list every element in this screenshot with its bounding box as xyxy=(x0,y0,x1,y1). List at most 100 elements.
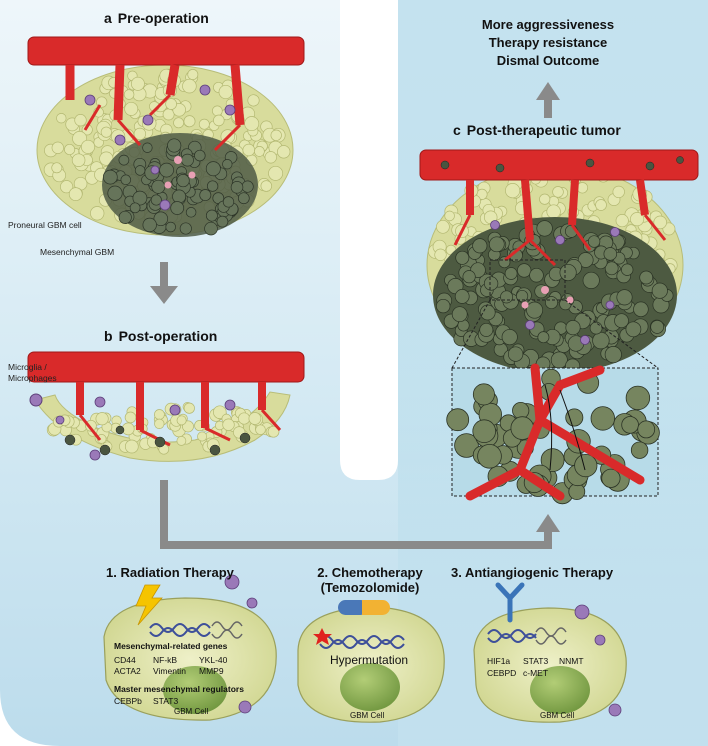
mesenchymal-cell xyxy=(159,162,174,178)
proneural-cell xyxy=(68,187,83,201)
gene-item: ACTA2 xyxy=(114,666,141,676)
panel-c-tumor xyxy=(419,149,699,374)
mesenchymal-cell xyxy=(451,306,468,323)
radiation-title: 1. Radiation Therapy xyxy=(106,565,234,580)
mesenchymal-cell xyxy=(172,189,187,204)
mesenchymal-cell xyxy=(550,351,568,369)
mesenchymal-cell xyxy=(134,165,146,176)
proneural-cell xyxy=(595,199,607,211)
mesenchymal-cell xyxy=(565,320,581,336)
proneural-cell xyxy=(505,183,521,199)
radiation-cell xyxy=(103,574,277,721)
mesenchymal-cell xyxy=(483,276,499,291)
panel-a-tumor xyxy=(27,36,305,237)
mesenchymal-cell xyxy=(537,331,550,344)
proneural-cell xyxy=(238,412,251,425)
proneural-cell xyxy=(124,101,139,116)
chemo-title-line2: (Temozolomide) xyxy=(320,580,420,595)
mesenchymal-cell xyxy=(639,270,654,285)
mesenchymal-cell xyxy=(446,408,470,432)
chemo-cell xyxy=(297,600,445,723)
microglia-label-line1: Microglia / xyxy=(8,362,47,372)
proneural-cell xyxy=(56,113,67,124)
mesenchymal-cell xyxy=(120,174,132,186)
mesenchymal-cell xyxy=(454,433,479,458)
proneural-cell xyxy=(130,76,145,91)
panel-b-index: b xyxy=(104,328,113,344)
proneural-cell xyxy=(653,215,667,230)
regulator-item: STAT3 xyxy=(153,696,179,706)
proneural-cell xyxy=(187,69,199,80)
mesenchymal-cell xyxy=(601,468,621,488)
panel-c-title-text: Post-therapeutic tumor xyxy=(466,122,621,138)
antiangio-cell xyxy=(473,582,627,723)
outcome-line1: More aggressiveness xyxy=(481,17,615,32)
chemo-cell-label: GBM Cell xyxy=(350,711,385,720)
gene-item: HIF1a xyxy=(487,656,511,666)
proneural-cell xyxy=(198,118,210,130)
proneural-cell xyxy=(90,206,105,221)
mesenchymal-cell xyxy=(516,289,529,303)
mesenchymal-cell xyxy=(574,453,598,478)
proneural-cell xyxy=(260,180,273,192)
proneural-cell xyxy=(277,145,291,159)
mesenchymal-cell xyxy=(237,192,250,205)
mesenchymal-cell xyxy=(181,153,194,167)
proneural-cell xyxy=(211,105,223,117)
gene-item: CD44 xyxy=(114,655,136,665)
proneural-cell xyxy=(615,214,629,228)
mesenchymal-cell xyxy=(590,406,616,431)
mesenchymal-cell xyxy=(241,180,254,193)
proneural-cell xyxy=(630,212,645,227)
gene-item: c-MET xyxy=(523,668,549,678)
mesenchymal-cell xyxy=(142,217,157,233)
proneural-cell xyxy=(242,143,256,157)
panel-b-title-text: Post-operation xyxy=(118,328,218,344)
proneural-cell xyxy=(124,411,137,424)
proneural-cell xyxy=(264,151,277,164)
proneural-label: Proneural GBM cell xyxy=(8,220,82,230)
proneural-cell xyxy=(74,114,87,127)
gene-item: MMP9 xyxy=(199,666,224,676)
proneural-cell xyxy=(51,141,64,154)
mesenchymal-cell xyxy=(504,267,518,280)
proneural-cell xyxy=(222,418,235,431)
panel-a-title-text: Pre-operation xyxy=(117,10,209,26)
proneural-cell xyxy=(247,94,260,107)
mesenchymal-cell xyxy=(604,346,622,364)
microglia-label-line2: Microphages xyxy=(8,373,57,383)
radiation-genes-heading: Mesenchymal-related genes xyxy=(114,641,228,651)
mesenchymal-cell xyxy=(603,247,618,261)
proneural-cell xyxy=(182,78,197,94)
proneural-cell xyxy=(612,185,625,199)
mesenchymal-cell xyxy=(462,270,476,284)
mesenchymal-cell xyxy=(206,180,219,192)
mesenchymal-cell xyxy=(559,263,577,282)
mesenchymal-cell xyxy=(637,420,656,439)
mesenchymal-cell xyxy=(477,443,502,469)
proneural-cell xyxy=(71,153,86,167)
proneural-cell xyxy=(255,424,266,435)
proneural-cell xyxy=(539,193,551,205)
proneural-cell xyxy=(133,127,147,141)
proneural-cell xyxy=(444,210,455,222)
mesenchymal-cell xyxy=(621,263,634,276)
mesenchymal-cell xyxy=(199,189,212,202)
mesenchymal-cell xyxy=(621,416,639,434)
mesenchymal-cell xyxy=(651,282,668,299)
gene-item: CEBPD xyxy=(487,668,517,678)
proneural-cell xyxy=(268,165,284,181)
outcome-line3: Dismal Outcome xyxy=(496,53,600,68)
mesenchymal-cell xyxy=(517,263,532,278)
mesenchymal-cell xyxy=(472,419,497,444)
mesenchymal-cell xyxy=(536,220,553,237)
mesenchymal-cell xyxy=(582,271,600,289)
regulator-item: CEBPb xyxy=(114,696,142,706)
mesenchymal-cell xyxy=(222,196,235,208)
gene-item: NF-kB xyxy=(153,655,178,665)
mesenchymal-cell xyxy=(616,289,633,306)
radiation-cell-label: GBM Cell xyxy=(174,707,209,716)
mesenchymal-cell xyxy=(132,190,148,206)
